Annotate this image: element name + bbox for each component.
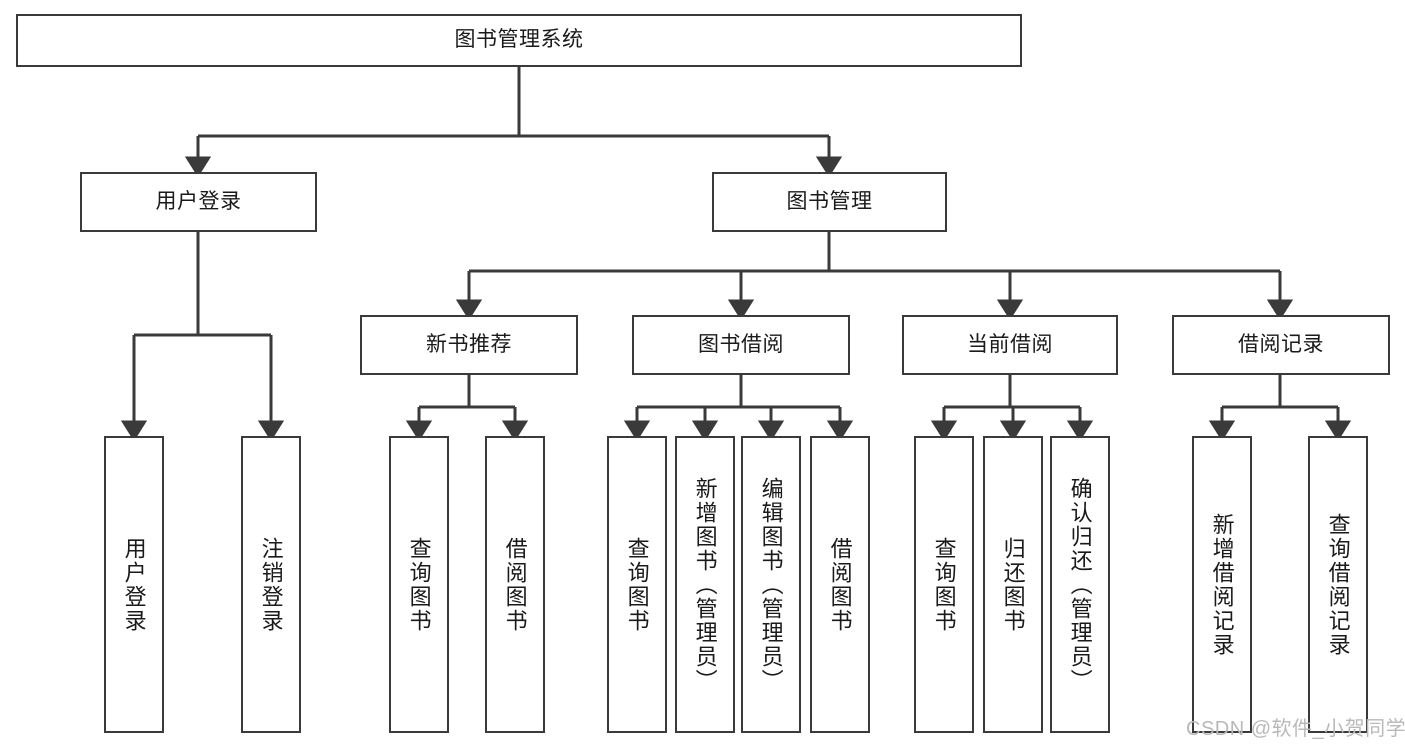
leaf-borrow-add-book-label: 新增图书（管理员）: [692, 476, 718, 693]
node-root[interactable]: 图书管理系统: [16, 14, 1022, 67]
leaf-current-return-book-label: 归还图书: [1000, 536, 1026, 633]
leaf-borrow-query-book[interactable]: 查询图书: [607, 436, 667, 733]
node-book-borrow[interactable]: 图书借阅: [632, 315, 850, 375]
node-book-management[interactable]: 图书管理: [712, 172, 947, 232]
node-borrow-record[interactable]: 借阅记录: [1172, 315, 1390, 375]
leaf-borrow-borrow-book[interactable]: 借阅图书: [810, 436, 870, 733]
leaf-borrow-borrow-book-label: 借阅图书: [827, 536, 853, 633]
node-current-borrow[interactable]: 当前借阅: [902, 315, 1118, 375]
leaf-logout[interactable]: 注销登录: [241, 436, 301, 733]
leaf-recommend-query-book-label: 查询图书: [406, 536, 432, 633]
leaf-current-query-book[interactable]: 查询图书: [914, 436, 974, 733]
leaf-record-query[interactable]: 查询借阅记录: [1308, 436, 1368, 733]
node-book-management-label: 图书管理: [786, 189, 873, 213]
node-book-borrow-label: 图书借阅: [698, 332, 784, 356]
leaf-recommend-borrow-book-label: 借阅图书: [502, 536, 528, 633]
leaf-current-confirm-return[interactable]: 确认归还（管理员）: [1050, 436, 1110, 733]
watermark: CSDN @软件_小贺同学: [1186, 718, 1405, 740]
leaf-borrow-edit-book[interactable]: 编辑图书（管理员）: [741, 436, 801, 733]
leaf-recommend-query-book[interactable]: 查询图书: [389, 436, 449, 733]
leaf-current-return-book[interactable]: 归还图书: [983, 436, 1043, 733]
node-user-login[interactable]: 用户登录: [80, 172, 317, 232]
leaf-user-login-label: 用户登录: [121, 536, 147, 633]
leaf-logout-label: 注销登录: [258, 536, 284, 633]
leaf-borrow-query-book-label: 查询图书: [624, 536, 650, 633]
leaf-record-add-label: 新增借阅记录: [1209, 512, 1235, 657]
leaf-borrow-edit-book-label: 编辑图书（管理员）: [758, 476, 784, 693]
leaf-recommend-borrow-book[interactable]: 借阅图书: [485, 436, 545, 733]
leaf-user-login[interactable]: 用户登录: [104, 436, 164, 733]
leaf-record-add[interactable]: 新增借阅记录: [1192, 436, 1252, 733]
leaf-borrow-add-book[interactable]: 新增图书（管理员）: [675, 436, 735, 733]
node-new-book-recommend-label: 新书推荐: [426, 332, 512, 356]
node-user-login-label: 用户登录: [155, 189, 242, 213]
node-new-book-recommend[interactable]: 新书推荐: [360, 315, 578, 375]
leaf-current-query-book-label: 查询图书: [931, 536, 957, 633]
node-borrow-record-label: 借阅记录: [1238, 332, 1324, 356]
node-current-borrow-label: 当前借阅: [967, 332, 1053, 356]
node-root-label: 图书管理系统: [454, 28, 584, 52]
leaf-record-query-label: 查询借阅记录: [1325, 512, 1351, 657]
leaf-current-confirm-return-label: 确认归还（管理员）: [1067, 476, 1093, 693]
